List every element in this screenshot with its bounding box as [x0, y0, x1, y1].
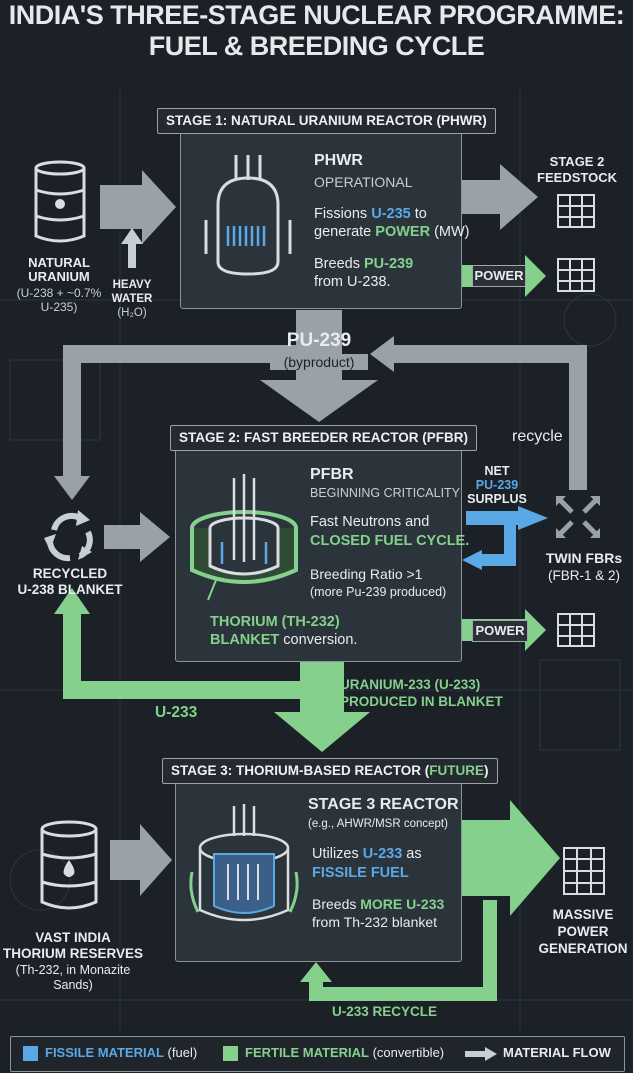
recycle-label: recycle [512, 428, 563, 445]
thorium-drum-icon [40, 820, 98, 910]
power-badge-stage2: POWER [472, 620, 528, 642]
arrow-recycled-to-pfbr [104, 512, 170, 562]
stage3-line4: from Th-232 blanket [312, 914, 438, 930]
arrow-thorium-to-stage3 [110, 824, 172, 896]
stage1-box [180, 131, 462, 309]
pfbr-line2: CLOSED FUEL CYCLE. [310, 533, 470, 549]
thorium-line1: THORIUM (TH-232) [210, 614, 340, 630]
power-badge-stage1: POWER [472, 265, 526, 287]
legend-fertile-swatch [223, 1046, 238, 1061]
stage1-heading: STAGE 1: NATURAL URANIUM REACTOR (PHWR) [157, 108, 496, 134]
stage3-line3: Breeds MORE U-233 [312, 896, 445, 912]
thorium-reactor-icon [189, 804, 299, 922]
stage2-heading: STAGE 2: FAST BREEDER REACTOR (PFBR) [170, 425, 478, 451]
phwr-line3: Breeds PU-239 [314, 256, 414, 272]
page-title: INDIA'S THREE-STAGE NUCLEAR PROGRAMME: F… [0, 0, 633, 62]
legend-fissile: FISSILE MATERIAL (fuel) [45, 1045, 198, 1060]
twin-fbrs-sub: (FBR-1 & 2) [547, 568, 620, 583]
arrow-uranium-to-phwr [100, 170, 176, 244]
reactor-icon [204, 155, 292, 276]
title-line-1: INDIA'S THREE-STAGE NUCLEAR PROGRAMME: [8, 0, 625, 30]
u233-produced-label: URANIUM-233 (U-233)PRODUCED IN BLANKET [340, 677, 503, 709]
legend-flow: MATERIAL FLOW [503, 1045, 611, 1060]
stage3-line1: Utilizes U-233 as [312, 846, 422, 862]
legend-fertile: FERTILE MATERIAL (convertible) [245, 1045, 445, 1060]
arrow-u233-loop [63, 610, 300, 699]
pfbr-line4: (more Pu-239 produced) [310, 585, 447, 599]
legend-fissile-swatch [23, 1046, 38, 1061]
arrow-u233-down [274, 662, 370, 752]
arrow-loop-left [63, 345, 296, 480]
pu239-label: PU-239 [286, 330, 352, 351]
pfbr-name: PFBR [310, 466, 354, 483]
stage3-line2: FISSILE FUEL [312, 865, 409, 881]
stage3-heading: STAGE 3: THORIUM-BASED REACTOR (FUTURE) [162, 758, 498, 784]
thorium-line2: BLANKET conversion. [210, 632, 358, 648]
grid-icon-power2 [557, 613, 595, 647]
pfbr-status: BEGINNING CRITICALITY [310, 486, 461, 500]
pu239-sub: (byproduct) [270, 354, 368, 370]
u233-side-label: U-233 [155, 704, 198, 721]
phwr-name: PHWR [314, 152, 363, 169]
stage3-reactor-name: STAGE 3 REACTOR [308, 796, 459, 813]
grid-icon-massive [563, 847, 605, 895]
arrow-massive-power [462, 800, 560, 916]
pfbr-line3: Breeding Ratio >1 [310, 566, 423, 582]
twin-fbr-icon [556, 496, 600, 538]
stage3-concept: (e.g., AHWR/MSR concept) [308, 818, 448, 830]
uranium-drum-icon [34, 160, 86, 243]
legend-arrow-icon [465, 1047, 497, 1061]
arrow-loop-right [390, 345, 587, 490]
arrow-heavy-water [121, 228, 143, 268]
title-line-2: FUEL & BREEDING CYCLE [148, 31, 485, 61]
twin-fbrs-label: TWIN FBRs [545, 550, 623, 566]
pfbr-line1: Fast Neutrons and [310, 514, 430, 530]
recycle-icon [44, 510, 93, 562]
grid-icon-power1 [557, 258, 595, 292]
phwr-line2: generate POWER (MW) [314, 224, 470, 240]
arrow-to-feedstock [462, 164, 538, 230]
natural-uranium-sub: (U-238 + ~0.7%U-235) [16, 286, 102, 314]
phwr-status: OPERATIONAL [314, 174, 413, 190]
arrow-u233-recycle [309, 900, 497, 1001]
fast-breeder-icon [190, 474, 298, 601]
legend: FISSILE MATERIAL (fuel) FERTILE MATERIAL… [10, 1036, 625, 1072]
u233-recycle-label: U-233 RECYCLE [332, 1004, 438, 1019]
grid-icon-feedstock [557, 194, 595, 228]
phwr-line1: Fissions U-235 to [314, 206, 427, 222]
phwr-line4: from U-238. [314, 274, 391, 290]
